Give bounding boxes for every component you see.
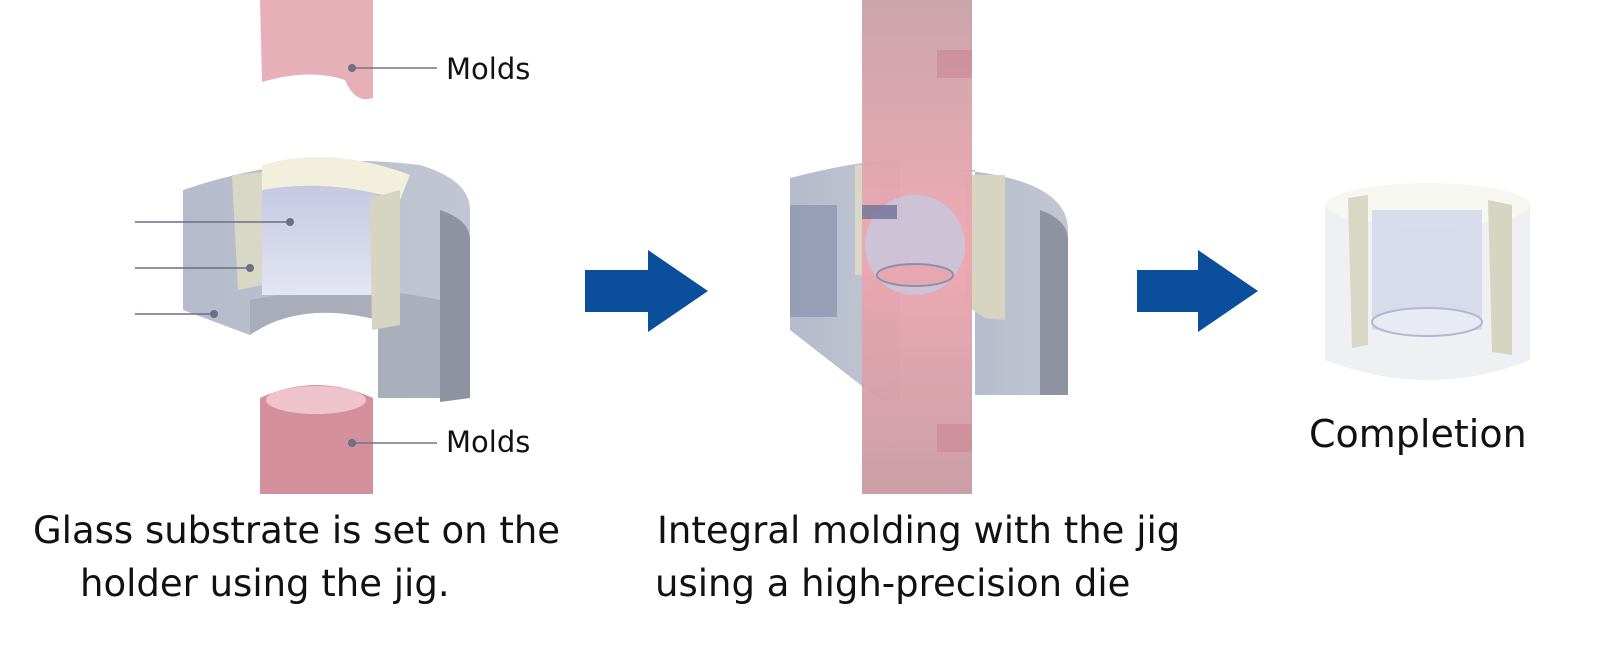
mold-bottom-label: Molds: [446, 425, 531, 459]
step2-caption: Integral molding with the jig using a hi…: [655, 504, 1180, 610]
step1-caption-line1: Glass substrate is set on the: [33, 509, 561, 552]
step1-caption: Glass substrate is set on the holder usi…: [33, 504, 560, 610]
step2-caption-line1: Integral molding with the jig: [657, 509, 1181, 552]
step2-illustration: [790, 0, 1068, 494]
right-arrow-icon: [1137, 250, 1258, 332]
top-mold: [260, 0, 373, 100]
holder: [135, 157, 470, 402]
mold-top-label: Molds: [446, 52, 531, 86]
step1-caption-line2: holder using the jig.: [80, 562, 450, 605]
completed-part: [1325, 183, 1530, 380]
completion-label: Completion: [1309, 412, 1527, 456]
step1-illustration: [135, 0, 470, 494]
right-arrow-icon: [585, 250, 708, 332]
bottom-mold: [260, 385, 373, 494]
step2-caption-line2: using a high-precision die: [655, 562, 1131, 605]
